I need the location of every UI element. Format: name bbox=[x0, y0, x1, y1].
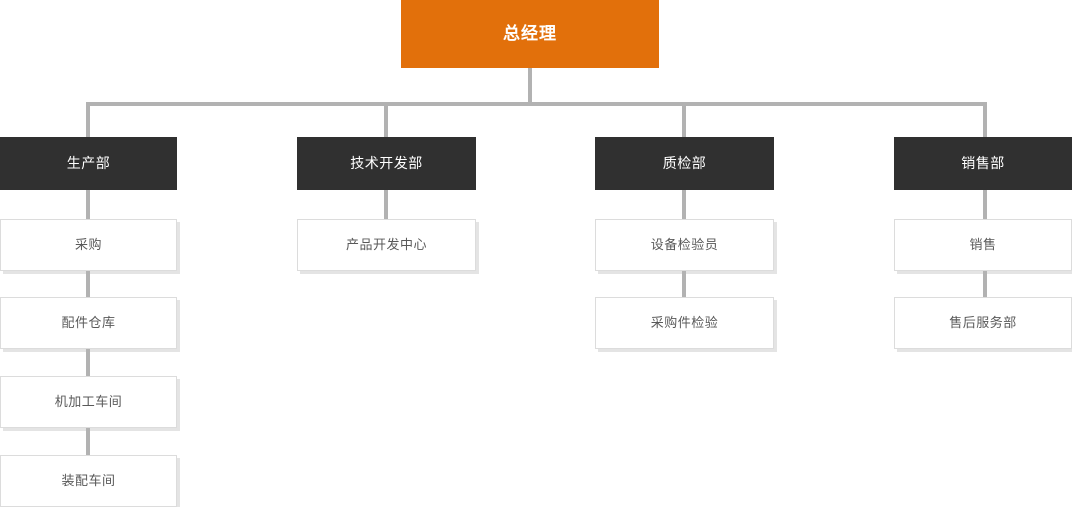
connector-dept-3-to-child-2 bbox=[682, 271, 686, 298]
node-sales-team[interactable]: 销售 bbox=[894, 219, 1072, 271]
connector-dept-1-to-child-3 bbox=[86, 349, 90, 377]
connector-dept-1-to-child-2 bbox=[86, 271, 90, 298]
connector-dept-4-to-child-1 bbox=[983, 190, 987, 220]
node-dept-sales[interactable]: 销售部 bbox=[894, 137, 1072, 190]
connector-dept-3-to-child-1 bbox=[682, 190, 686, 220]
connector-bus-to-dept-3 bbox=[682, 102, 686, 139]
connector-horizontal-bus bbox=[86, 102, 987, 106]
connector-dept-4-to-child-2 bbox=[983, 271, 987, 298]
node-general-manager[interactable]: 总经理 bbox=[401, 0, 659, 68]
node-product-development-center[interactable]: 产品开发中心 bbox=[297, 219, 476, 271]
node-after-sales-service[interactable]: 售后服务部 bbox=[894, 297, 1072, 349]
node-dept-production[interactable]: 生产部 bbox=[0, 137, 177, 190]
node-dept-technical-development[interactable]: 技术开发部 bbox=[297, 137, 476, 190]
node-dept-quality-control[interactable]: 质检部 bbox=[595, 137, 774, 190]
connector-bus-to-dept-2 bbox=[384, 102, 388, 139]
connector-dept-1-to-child-4 bbox=[86, 428, 90, 456]
node-production-parts-warehouse[interactable]: 配件仓库 bbox=[0, 297, 177, 349]
node-production-machining-workshop[interactable]: 机加工车间 bbox=[0, 376, 177, 428]
node-purchased-parts-inspection[interactable]: 采购件检验 bbox=[595, 297, 774, 349]
connector-bus-to-dept-4 bbox=[983, 102, 987, 139]
node-equipment-inspector[interactable]: 设备检验员 bbox=[595, 219, 774, 271]
node-production-assembly-workshop[interactable]: 装配车间 bbox=[0, 455, 177, 507]
node-production-procurement[interactable]: 采购 bbox=[0, 219, 177, 271]
connector-dept-1-to-child-1 bbox=[86, 190, 90, 220]
connector-dept-2-to-child-1 bbox=[384, 190, 388, 220]
connector-bus-to-dept-1 bbox=[86, 102, 90, 139]
connector-root-stem bbox=[528, 68, 532, 104]
